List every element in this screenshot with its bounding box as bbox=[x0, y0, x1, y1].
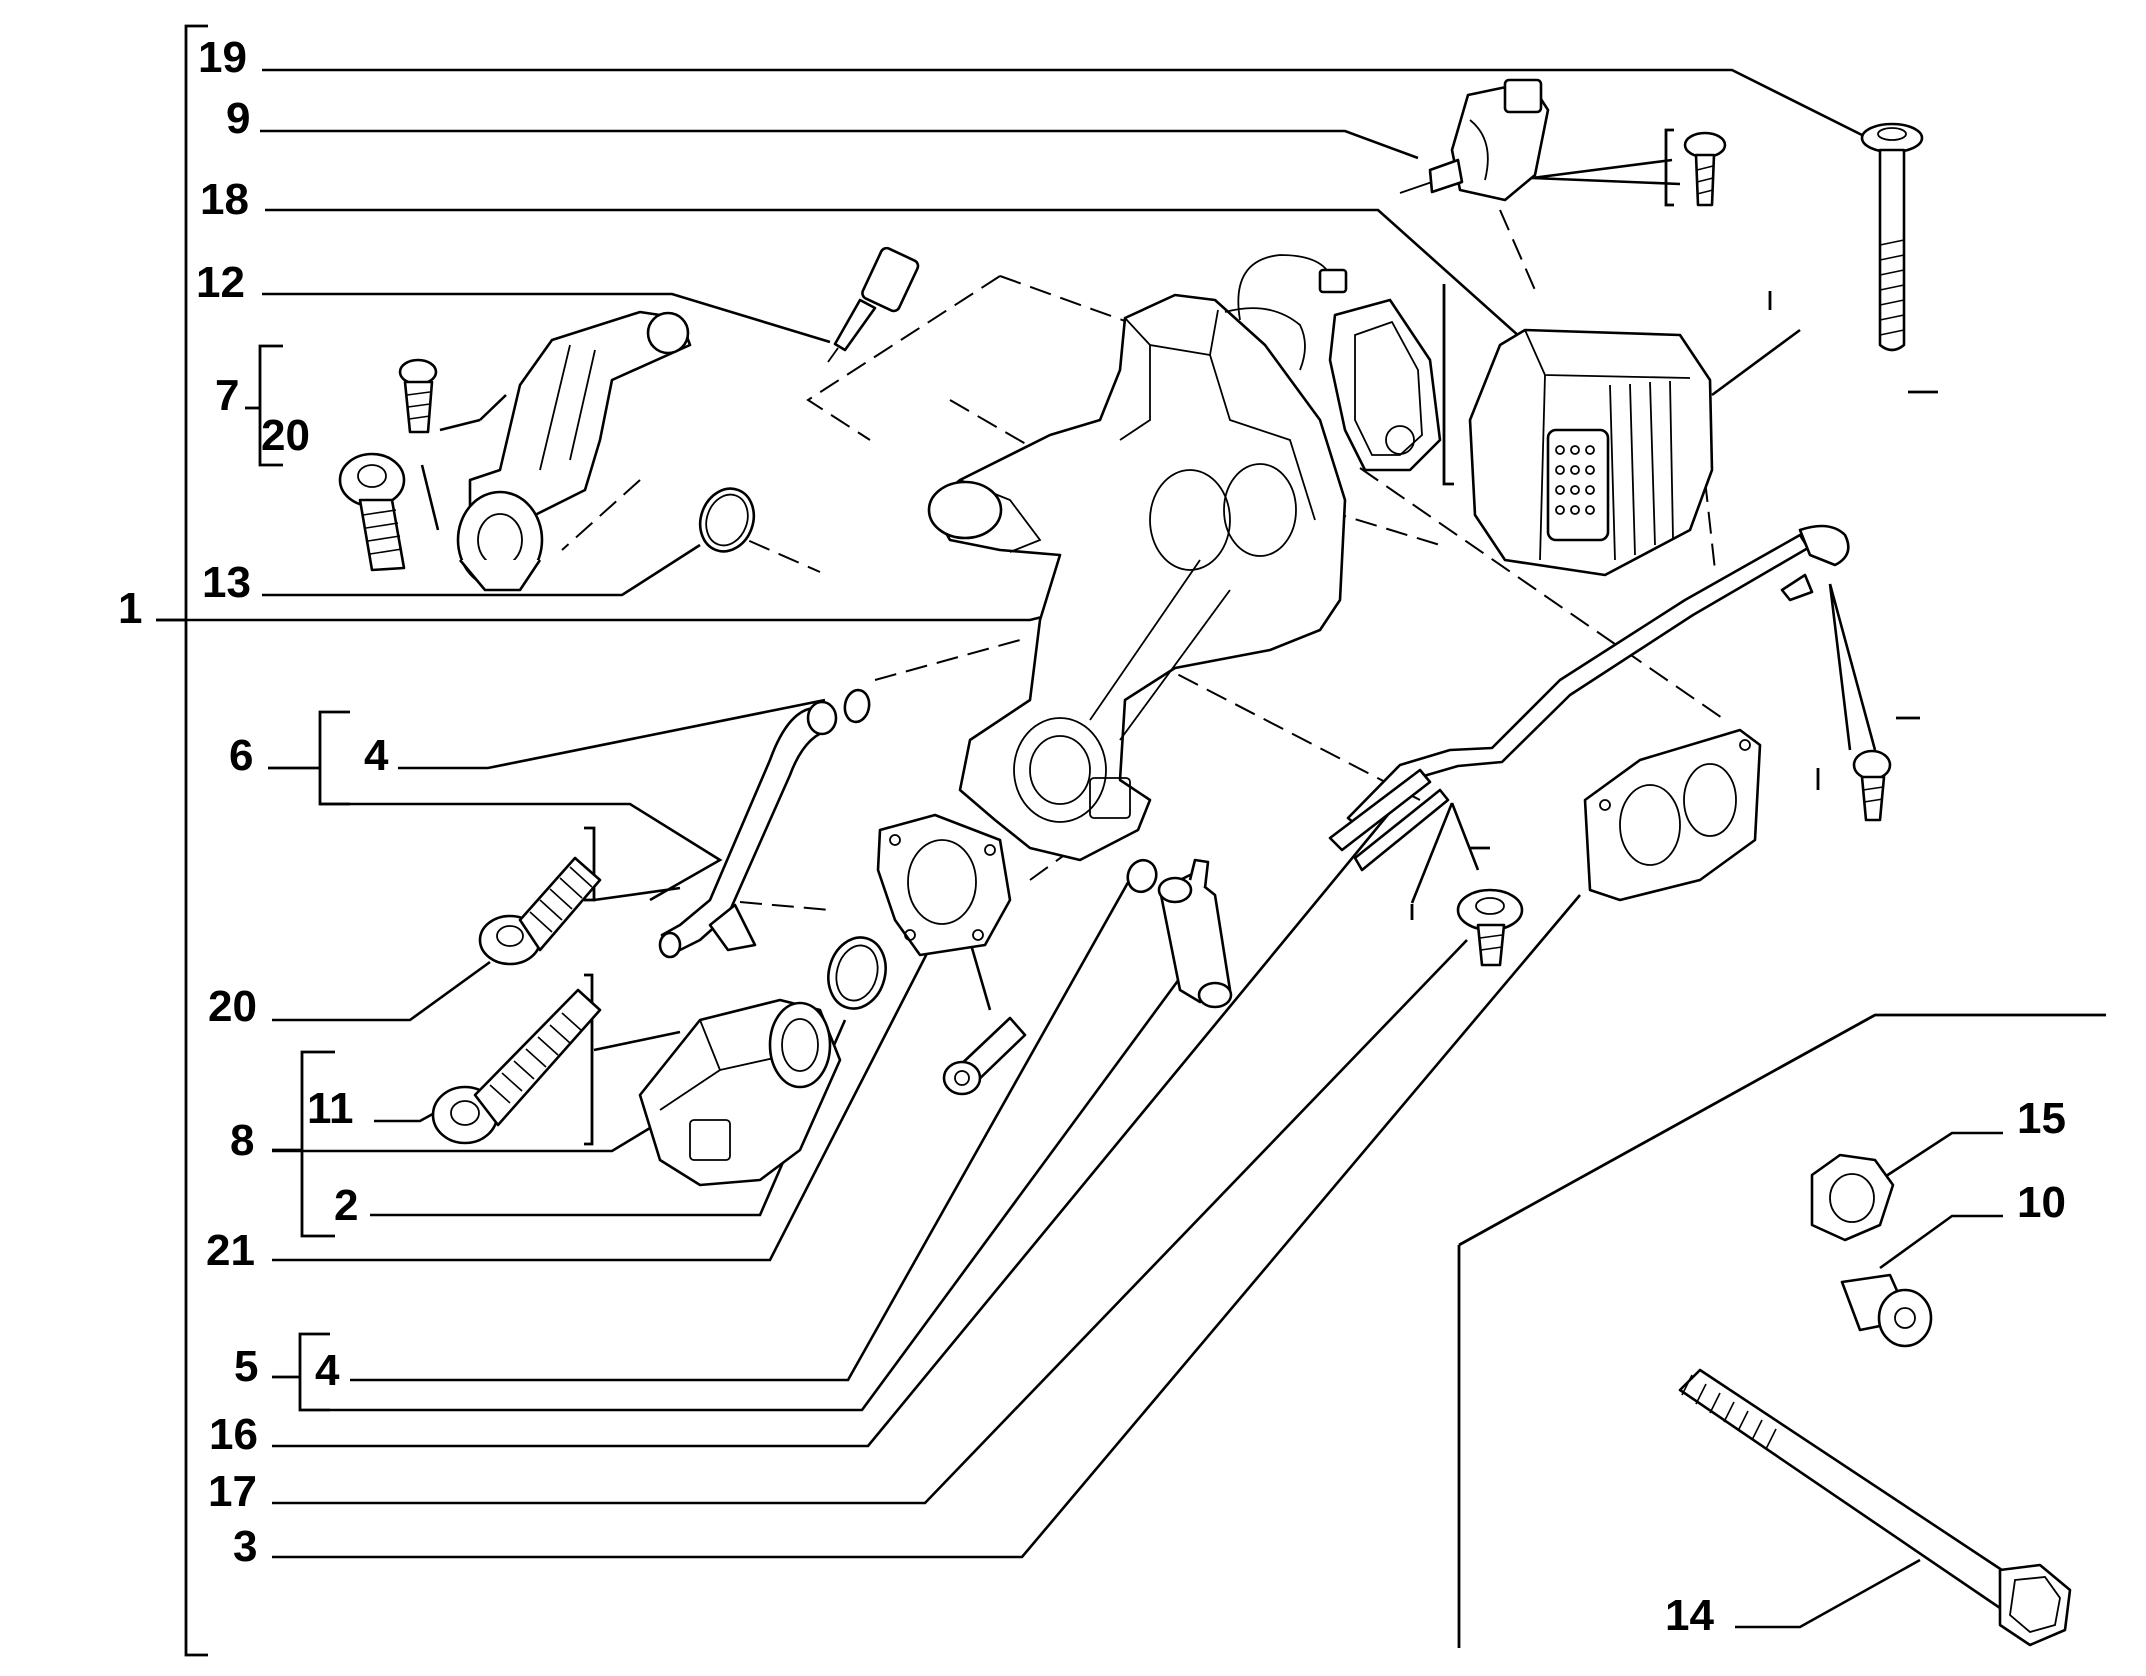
part-20-bolt-top[interactable] bbox=[338, 452, 406, 572]
callout-3[interactable]: 3 bbox=[233, 1522, 257, 1571]
callout-21[interactable]: 21 bbox=[206, 1226, 255, 1275]
callout-labels: 19 9 18 12 7 20 13 1 6 4 20 11 8 2 21 5 … bbox=[118, 33, 2066, 1640]
part-4-o-ring-small[interactable] bbox=[1123, 856, 1160, 896]
callout-9[interactable]: 9 bbox=[226, 94, 250, 143]
callout-19[interactable]: 19 bbox=[198, 33, 247, 82]
gasket-valve-plate[interactable] bbox=[1328, 298, 1442, 472]
callout-20-top[interactable]: 20 bbox=[261, 411, 310, 460]
socket-screw-small[interactable] bbox=[942, 1016, 1027, 1096]
bracket-6 bbox=[318, 710, 350, 806]
part-17-flange-bolt[interactable] bbox=[1456, 888, 1524, 967]
callout-16[interactable]: 16 bbox=[209, 1410, 258, 1459]
screw-right[interactable] bbox=[1852, 749, 1892, 822]
screw-7[interactable] bbox=[398, 358, 438, 434]
callout-20-bottom[interactable]: 20 bbox=[208, 982, 257, 1031]
callout-1[interactable]: 1 bbox=[118, 584, 142, 633]
part-15-hex-nut[interactable] bbox=[1810, 1153, 1895, 1242]
part-1-egr-housing[interactable] bbox=[927, 254, 1348, 862]
callout-11[interactable]: 11 bbox=[307, 1084, 354, 1133]
part-14-long-hex-bolt[interactable] bbox=[1678, 1368, 2072, 1647]
leader-lines bbox=[156, 68, 2003, 1629]
bracket-5 bbox=[298, 1332, 330, 1412]
callout-18[interactable]: 18 bbox=[200, 175, 249, 224]
callout-4-hose[interactable]: 4 bbox=[364, 731, 389, 780]
callout-5[interactable]: 5 bbox=[234, 1342, 258, 1391]
callout-10[interactable]: 10 bbox=[2017, 1178, 2066, 1227]
part-19-long-bolt[interactable] bbox=[1860, 122, 1924, 352]
part-5-water-fitting[interactable] bbox=[1157, 858, 1233, 1009]
part-8-valve-body[interactable] bbox=[638, 998, 842, 1187]
part-3-gasket[interactable] bbox=[1583, 728, 1762, 902]
part-20-bolt-bottom[interactable] bbox=[478, 856, 602, 966]
gasket-flange[interactable] bbox=[876, 813, 1012, 957]
bracket-main bbox=[184, 24, 208, 1657]
part-9-sensor[interactable] bbox=[1399, 78, 1550, 202]
callout-4-fitting[interactable]: 4 bbox=[315, 1346, 340, 1395]
callout-7[interactable]: 7 bbox=[215, 371, 239, 420]
callout-2[interactable]: 2 bbox=[334, 1181, 358, 1230]
part-6-water-hose[interactable] bbox=[658, 700, 838, 959]
callout-14[interactable]: 14 bbox=[1665, 1591, 1714, 1640]
part-11-long-bolt[interactable] bbox=[431, 988, 602, 1145]
callout-12[interactable]: 12 bbox=[196, 258, 245, 307]
part-21-o-ring[interactable] bbox=[821, 931, 894, 1015]
part-18-egr-valve[interactable] bbox=[1468, 328, 1714, 577]
callout-17[interactable]: 17 bbox=[208, 1467, 257, 1516]
screw-top-right[interactable] bbox=[1683, 131, 1727, 207]
group-brackets bbox=[156, 24, 2106, 1657]
part-7-egr-cooler[interactable] bbox=[456, 310, 692, 592]
part-12-temp-sensor[interactable] bbox=[827, 246, 920, 363]
part-10-socket-screw[interactable] bbox=[1840, 1273, 1933, 1348]
o-ring-hose[interactable] bbox=[842, 688, 871, 724]
callout-13[interactable]: 13 bbox=[202, 558, 251, 607]
bracket-7 bbox=[258, 344, 283, 467]
bracket-8 bbox=[300, 1050, 335, 1238]
part-13-o-ring[interactable] bbox=[692, 481, 763, 559]
part-16-coolant-pipe[interactable] bbox=[1328, 524, 1850, 872]
callout-6[interactable]: 6 bbox=[229, 731, 253, 780]
callout-15[interactable]: 15 bbox=[2017, 1094, 2066, 1143]
callout-8[interactable]: 8 bbox=[230, 1116, 254, 1165]
